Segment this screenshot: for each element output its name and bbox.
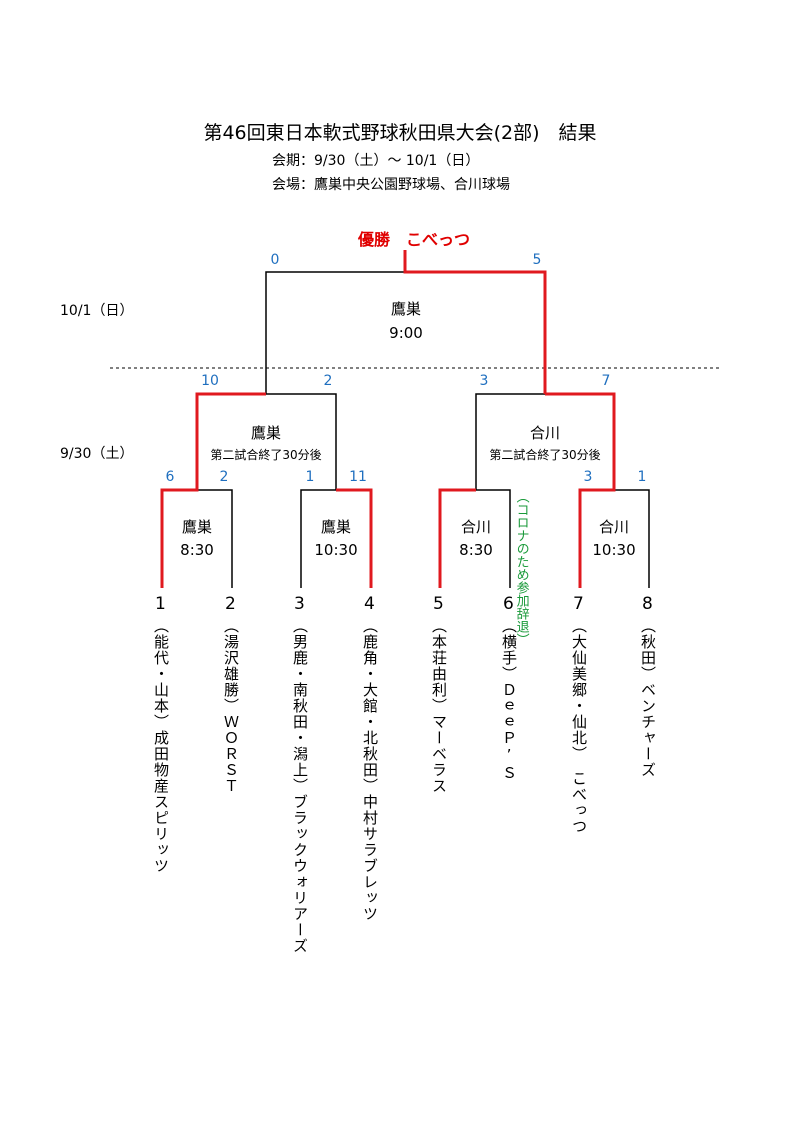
team-number: 5 [433, 594, 444, 614]
team-number: 3 [294, 594, 305, 614]
team-number: 4 [364, 594, 375, 614]
semi1-score-left: 10 [201, 373, 219, 389]
semi1-note: 第二試合終了30分後 [210, 448, 322, 462]
r1-2-score-left: 1 [305, 469, 315, 485]
final-score-left: 0 [270, 252, 280, 268]
event-period: 会期：9/30（土）～ 10/1（日） [272, 153, 480, 169]
r1-2-venue: 鷹巣 [320, 518, 352, 536]
r1-4-score-left: 3 [583, 469, 593, 485]
final-venue: 鷹巣 [390, 300, 422, 318]
event-venue: 会場：鷹巣中央公園野球場、合川球場 [272, 177, 510, 193]
semi-loser-lines [266, 393, 545, 490]
r1-3-venue: 合川 [460, 518, 492, 536]
r1-4-score-right: 1 [637, 469, 647, 485]
r1-4-venue: 合川 [598, 518, 630, 536]
team-number: 6 [503, 594, 514, 614]
team-number: 2 [225, 594, 236, 614]
r1-3-time: 8:30 [459, 541, 493, 559]
forfeit-note: （コロナのため参加辞退） [513, 490, 529, 646]
r1-1-venue: 鷹巣 [181, 518, 213, 536]
semi1-score-right: 2 [323, 373, 333, 389]
winner-label: 優勝 [358, 230, 391, 249]
r1-4-time: 10:30 [592, 541, 636, 559]
team-name: （男鹿・南秋田・潟上）ブラックウォリアーズ [291, 618, 309, 954]
r1-1-score-left: 6 [165, 469, 175, 485]
final-loser-line [265, 271, 405, 394]
team-number: 1 [155, 594, 166, 614]
team-name: （鹿角・大館・北秋田）中村サラブレッツ [361, 618, 379, 922]
team-name: （横手）ＤｅｅＰ’Ｓ [500, 618, 518, 781]
team-number: 7 [573, 594, 584, 614]
page-title: 第46回東日本軟式野球秋田県大会(2部) 結果 [203, 122, 597, 144]
team-number: 8 [642, 594, 653, 614]
team-name: （本荘由利）マーベラス [430, 618, 448, 794]
team-name: （湯沢雄勝）ＷＯＲＳＴ [222, 618, 240, 794]
semis-date: 9/30（土） [60, 446, 134, 462]
semi2-score-right: 7 [601, 373, 611, 389]
final-date: 10/1（日） [60, 303, 134, 319]
winner-path-lines [160, 250, 616, 588]
team-name: （能代・山本）成田物産スピリッツ [152, 618, 170, 874]
final-score-right: 5 [532, 252, 542, 268]
team-name: （秋田）ベンチャーズ [639, 618, 657, 778]
r1-1-time: 8:30 [180, 541, 214, 559]
first-round-loser-lines [197, 489, 650, 588]
semi2-note: 第二試合終了30分後 [489, 448, 601, 462]
r1-2-time: 10:30 [314, 541, 358, 559]
final-time: 9:00 [389, 324, 423, 342]
semi1-venue: 鷹巣 [250, 424, 282, 442]
r1-1-score-right: 2 [219, 469, 229, 485]
team-name: （大仙美郷・仙北） こべっつ [570, 618, 588, 835]
semi2-venue: 合川 [529, 424, 561, 442]
r1-2-score-right: 11 [349, 469, 367, 485]
semi2-score-left: 3 [479, 373, 489, 389]
winner-team: こべっつ [406, 230, 471, 249]
